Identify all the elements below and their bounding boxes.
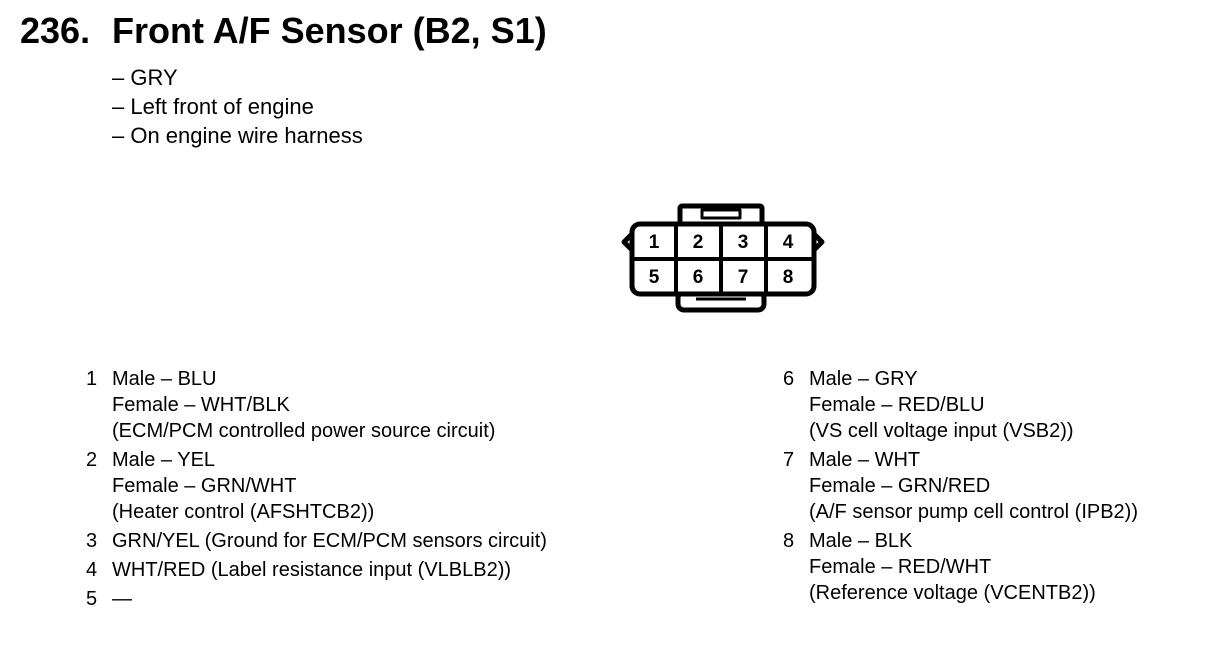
pin-female-wire: Female – WHT/BLK — [112, 394, 290, 416]
connector-color: – GRY — [112, 65, 178, 90]
connector-tab-left — [621, 232, 634, 252]
pin-number: 7 — [783, 449, 795, 471]
pin-number: 2 — [86, 449, 98, 471]
pin-description: WHT/RED (Label resistance input (VLBLB2)… — [112, 559, 512, 581]
section-number: 236. — [20, 10, 91, 51]
pin-entry: 6 Male – GRY Female – RED/BLU (VS cell v… — [783, 366, 1138, 444]
pin-label-6: 6 — [693, 267, 704, 288]
pin-list-right: 6 Male – GRY Female – RED/BLU (VS cell v… — [783, 366, 1138, 606]
pin-description: (VS cell voltage input (VSB2)) — [809, 420, 1074, 442]
pin-number: 1 — [86, 368, 98, 390]
page-title: 236. Front A/F Sensor (B2, S1) — [20, 10, 547, 52]
pin-description: (ECM/PCM controlled power source circuit… — [112, 420, 496, 442]
pin-description: (Reference voltage (VCENTB2)) — [809, 582, 1096, 604]
pin-female-wire: Female – GRN/RED — [809, 475, 991, 497]
pin-entry: 5 — — [86, 586, 547, 612]
pin-number: 6 — [783, 368, 795, 390]
pin-male-wire: Male – BLU — [112, 368, 217, 390]
pin-label-1: 1 — [649, 232, 660, 253]
connector-location: – Left front of engine — [112, 94, 314, 119]
pin-label-3: 3 — [738, 232, 749, 253]
pin-male-wire: Male – YEL — [112, 449, 216, 471]
pin-female-wire: Female – RED/BLU — [809, 394, 985, 416]
pin-label-7: 7 — [738, 267, 749, 288]
connector-diagram: 1 2 3 4 5 6 7 8 — [621, 203, 825, 313]
pin-description: — — [112, 588, 132, 610]
pin-label-2: 2 — [693, 232, 704, 253]
pin-number: 3 — [86, 530, 98, 552]
pin-male-wire: Male – BLK — [809, 530, 913, 552]
pin-female-wire: Female – GRN/WHT — [112, 475, 297, 497]
pin-male-wire: Male – GRY — [809, 368, 918, 390]
section-title: Front A/F Sensor (B2, S1) — [112, 10, 547, 51]
pin-number: 5 — [86, 588, 98, 610]
pin-number: 4 — [86, 559, 98, 581]
pin-female-wire: Female – RED/WHT — [809, 556, 992, 578]
pin-entry: 3 GRN/YEL (Ground for ECM/PCM sensors ci… — [86, 528, 547, 554]
pin-description: GRN/YEL (Ground for ECM/PCM sensors circ… — [112, 530, 547, 552]
pin-label-4: 4 — [783, 232, 794, 253]
connector-tab-right — [812, 232, 825, 252]
pin-label-5: 5 — [649, 267, 660, 288]
pin-list-left: 1 Male – BLU Female – WHT/BLK (ECM/PCM c… — [86, 366, 547, 612]
pin-description: (Heater control (AFSHTCB2)) — [112, 501, 375, 523]
pin-entry: 1 Male – BLU Female – WHT/BLK (ECM/PCM c… — [86, 366, 547, 444]
pin-entry: 7 Male – WHT Female – GRN/RED (A/F senso… — [783, 447, 1138, 525]
pin-description: (A/F sensor pump cell control (IPB2)) — [809, 501, 1138, 523]
pin-number: 8 — [783, 530, 795, 552]
connector-info: – GRY – Left front of engine – On engine… — [112, 63, 363, 150]
pin-entry: 8 Male – BLK Female – RED/WHT (Reference… — [783, 528, 1138, 606]
pin-label-8: 8 — [783, 267, 794, 288]
pin-male-wire: Male – WHT — [809, 449, 921, 471]
connector-harness: – On engine wire harness — [112, 123, 363, 148]
pin-entry: 2 Male – YEL Female – GRN/WHT (Heater co… — [86, 447, 547, 525]
pin-entry: 4 WHT/RED (Label resistance input (VLBLB… — [86, 557, 547, 583]
